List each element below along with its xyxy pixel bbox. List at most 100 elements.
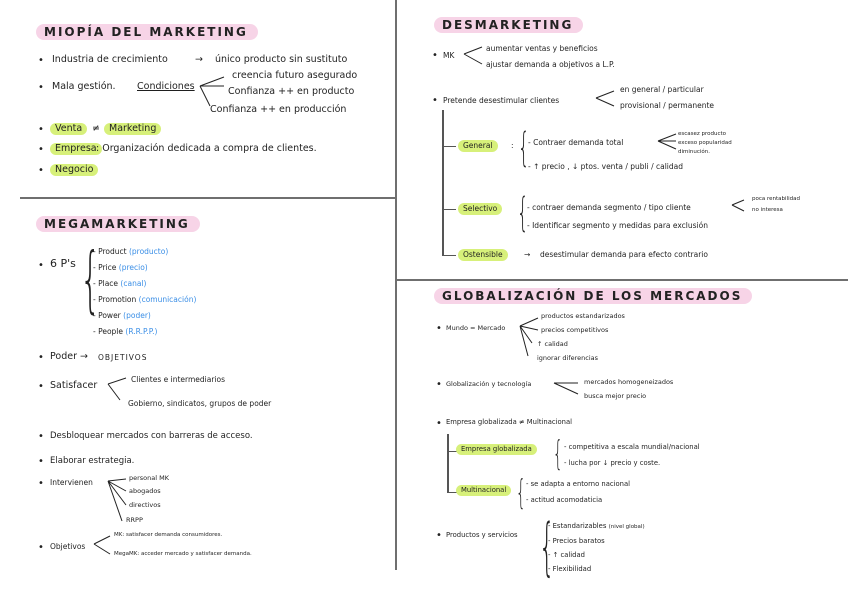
brace-icon: {: [516, 473, 526, 513]
tree-branch: [447, 451, 457, 452]
bullet: •: [38, 260, 44, 271]
interviene-item: directivos: [129, 501, 161, 509]
branch-arrow-icon: [107, 478, 127, 522]
selectivo-sub-item: poca rentabilidad: [752, 196, 800, 202]
glob-tec-item: mercados homogeneizados: [584, 378, 674, 386]
intervienen-label: Intervienen: [50, 478, 93, 487]
interviene-item: personal MK: [129, 474, 170, 482]
mk-item: ajustar demanda a objetivos a L.P.: [486, 60, 615, 69]
marketing-keyword: Marketing: [104, 123, 162, 135]
general-item: - Contraer demanda total: [528, 138, 624, 147]
multinacional-keyword: Multinacional: [456, 485, 512, 496]
empresa-globalizada-item: - competitiva a escala mundial/nacional: [564, 443, 700, 451]
condicion-item: Confianza ++ en producto: [228, 86, 355, 97]
arrow-icon: →: [524, 250, 531, 259]
selectivo-item: - Identificar segmento y medidas para ex…: [527, 221, 708, 230]
general-item: - ↑ precio , ↓ ptos. venta / publi / cal…: [528, 162, 684, 171]
left-horizontal-divider: [20, 197, 395, 199]
branch-arrow-icon: [553, 382, 579, 395]
pretende-label: Pretende desestimular clientes: [443, 96, 560, 105]
not-equal-icon: ≠: [92, 123, 100, 134]
vertical-divider: [395, 0, 397, 570]
section-title: DESMARKETING: [434, 17, 584, 33]
mk-item: aumentar ventas y beneficios: [486, 44, 598, 53]
branch-arrow-icon: [731, 199, 745, 212]
colon: :: [511, 141, 514, 150]
elaborar-text: Elaborar estrategia.: [50, 456, 135, 466]
objetivo-item: MegaMK: acceder mercado y satisfacer dem…: [114, 551, 252, 557]
general-sub-item: escasez producto: [678, 131, 727, 137]
productos-item: - Estandarizables (nivel global): [548, 522, 645, 531]
arrow-icon: →: [80, 351, 88, 362]
right-horizontal-divider: [395, 279, 848, 281]
arrow-icon: →: [195, 54, 203, 65]
mk-label: MK: [443, 51, 455, 60]
p-item: - Product (producto): [93, 247, 169, 256]
pretende-item: provisional / permanente: [620, 101, 715, 110]
empresa-globalizada-item: - lucha por ↓ precio y coste.: [564, 459, 661, 467]
mundo-item: ignorar diferencias: [537, 354, 599, 362]
selectivo-sub-item: no interesa: [752, 207, 783, 213]
ostensible-text: desestimular demanda para efecto contrar…: [540, 250, 708, 259]
desbloquear-text: Desbloquear mercados con barreras de acc…: [50, 431, 253, 441]
section-title: GLOBALIZACIÓN DE LOS MERCADOS: [434, 288, 753, 304]
p-item: - Promotion (comunicación): [93, 295, 197, 304]
bullet: •: [38, 165, 44, 176]
venta-keyword: Venta: [50, 123, 88, 135]
condicion-item: creencia futuro asegurado: [232, 70, 358, 81]
general-keyword: General: [458, 140, 498, 152]
brace-icon: {: [80, 237, 101, 321]
branch-arrow-icon: [93, 535, 111, 555]
bullet: •: [436, 530, 442, 541]
branch-arrow-icon: [657, 133, 677, 150]
interviene-item: abogados: [129, 487, 161, 495]
productos-label: Productos y servicios: [446, 531, 518, 539]
ostensible-keyword: Ostensible: [458, 249, 508, 261]
p-item: - Price (precio): [93, 263, 148, 272]
bullet: •: [38, 144, 44, 155]
interviene-item: RRPP: [126, 516, 143, 524]
bullet: •: [38, 542, 44, 553]
empresa-definition: : Organización dedicada a compra de clie…: [96, 143, 317, 154]
bullet: •: [38, 124, 44, 135]
bullet: •: [38, 478, 44, 489]
bullet: •: [436, 323, 442, 334]
tree-trunk: [442, 110, 444, 256]
condiciones-label: Condiciones: [137, 81, 195, 92]
condicion-item: Confianza ++ en producción: [210, 104, 347, 115]
brace-icon: {: [539, 510, 555, 583]
industria-label: Industria de crecimiento: [52, 54, 168, 65]
bullet: •: [38, 431, 44, 442]
p-item: - People (R.R.P.P.): [93, 327, 158, 336]
selectivo-keyword: Selectivo: [458, 203, 503, 215]
brace-icon: {: [517, 190, 529, 236]
multinacional-item: - actitud acomodaticia: [526, 496, 603, 504]
poder-label: Poder: [50, 351, 77, 362]
general-sub-item: exceso popularidad: [678, 140, 732, 146]
glob-tec-label: Globalización y tecnología: [446, 380, 532, 388]
mundo-item: precios competitivos: [541, 326, 609, 334]
bullet: •: [38, 352, 44, 363]
mundo-item: ↑ calidad: [537, 340, 568, 348]
empresa-vs-label: Empresa globalizada ≠ Multinacional: [446, 418, 573, 426]
poder-result: OBJETIVOS: [98, 353, 148, 362]
bullet: •: [38, 82, 44, 93]
objetivo-item: MK: satisfacer demanda consumidores.: [114, 532, 223, 538]
bullet: •: [436, 418, 442, 429]
tree-branch: [442, 255, 456, 256]
tree-trunk: [447, 434, 449, 493]
branch-arrow-icon: [595, 90, 615, 107]
negocio-keyword: Negocio: [50, 164, 99, 176]
branch-arrow-icon: [107, 377, 127, 401]
empresa-keyword: Empresa: [50, 143, 102, 155]
glob-tec-item: busca mejor precio: [584, 392, 647, 400]
brace-icon: {: [553, 434, 563, 474]
bullet: •: [436, 379, 442, 390]
productos-item: - Precios baratos: [548, 537, 605, 545]
bullet: •: [38, 381, 44, 392]
branch-arrow-icon: [463, 46, 483, 65]
industria-result: único producto sin sustituto: [215, 54, 348, 65]
pretende-item: en general / particular: [620, 85, 704, 94]
bullet: •: [432, 95, 438, 106]
bullet: •: [38, 55, 44, 66]
